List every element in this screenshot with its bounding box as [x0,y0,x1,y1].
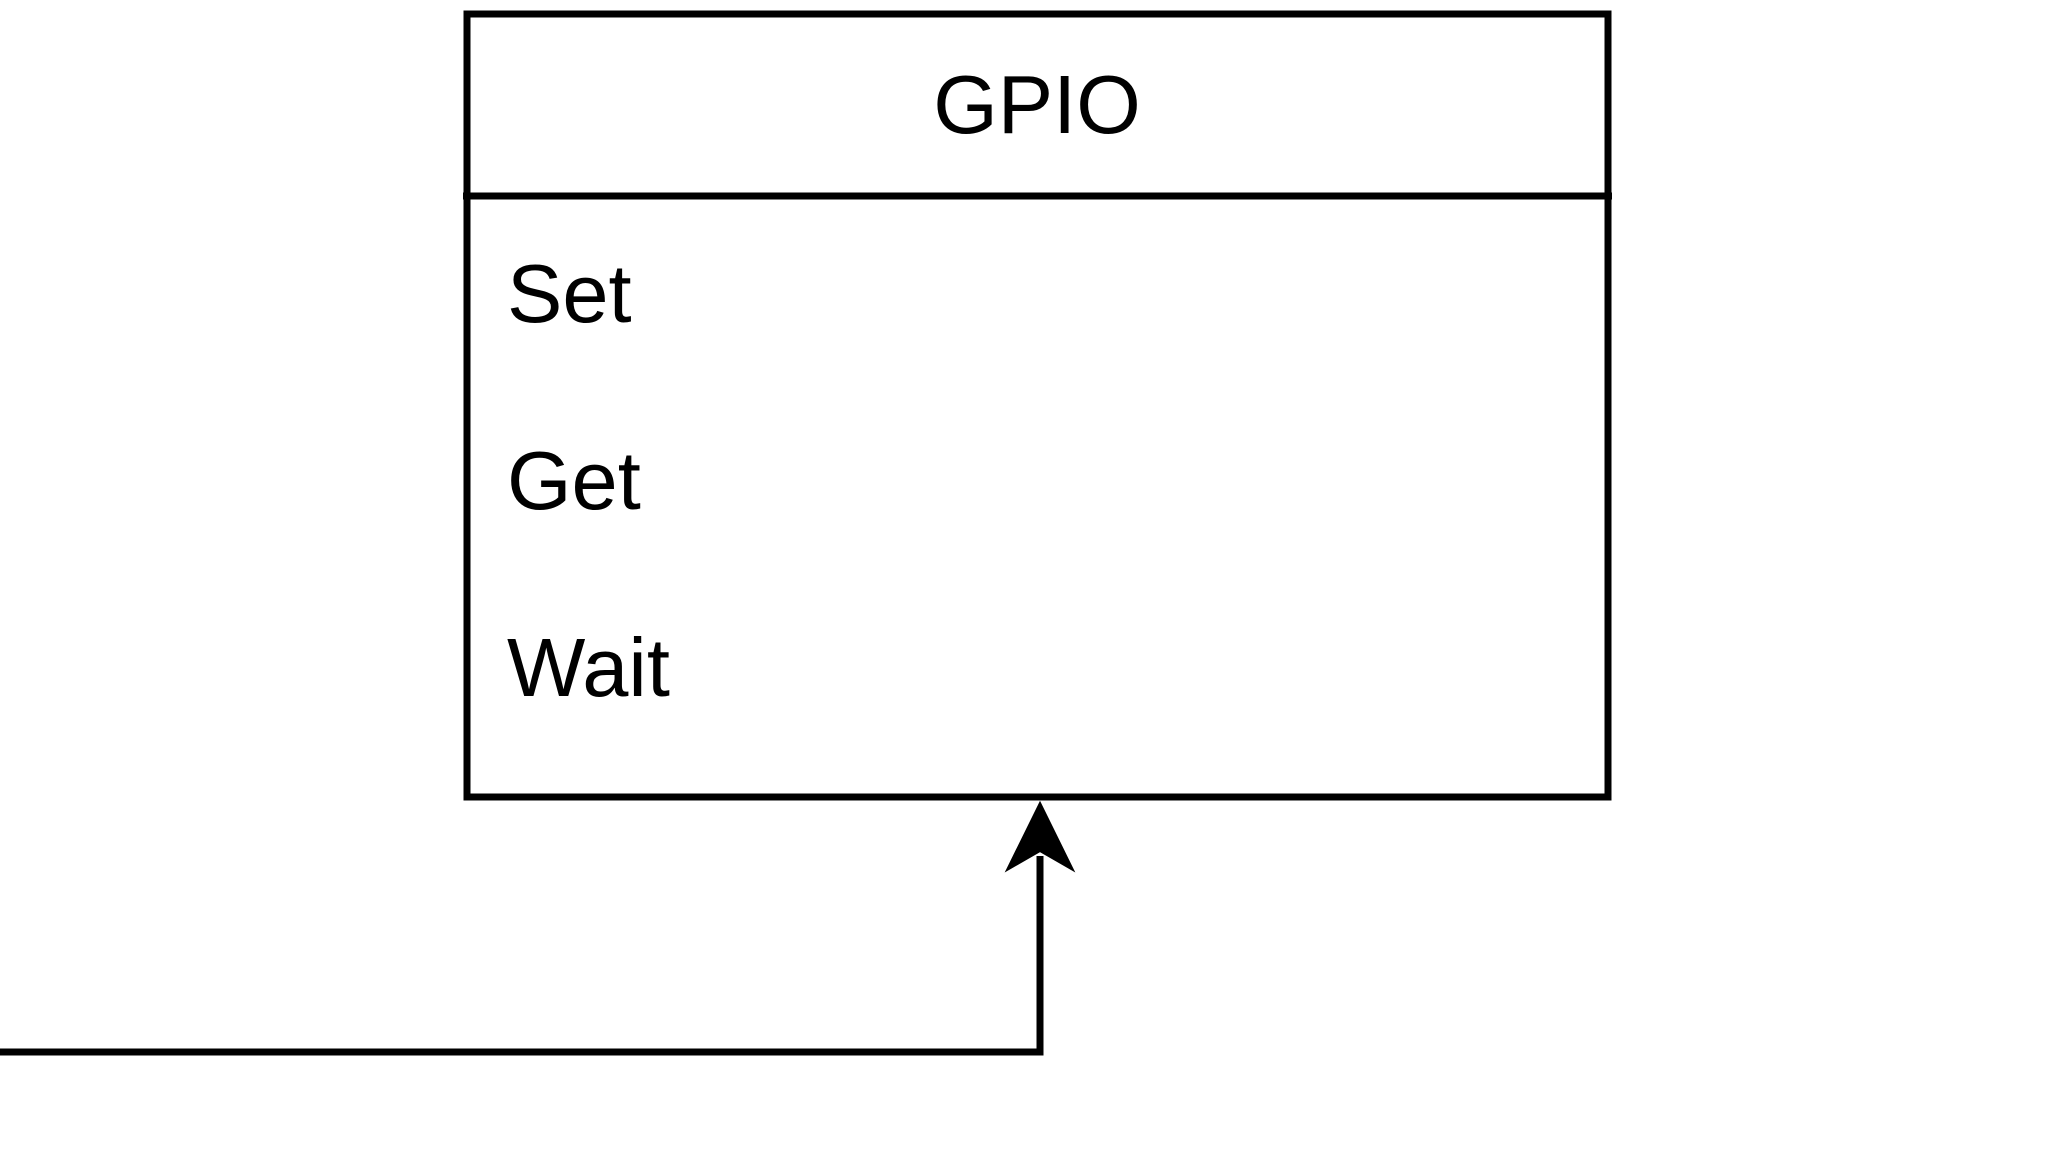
connector-edge [0,800,1076,1056]
method-wait: Wait [507,621,670,714]
class-title: GPIO [933,58,1141,151]
class-box-outline [463,10,1612,801]
connector-line [0,856,1044,1056]
class-box-gpio: GPIO Set Get Wait [463,10,1612,801]
method-set: Set [507,247,632,340]
method-get: Get [507,434,641,527]
arrow-head-icon [1004,800,1076,873]
